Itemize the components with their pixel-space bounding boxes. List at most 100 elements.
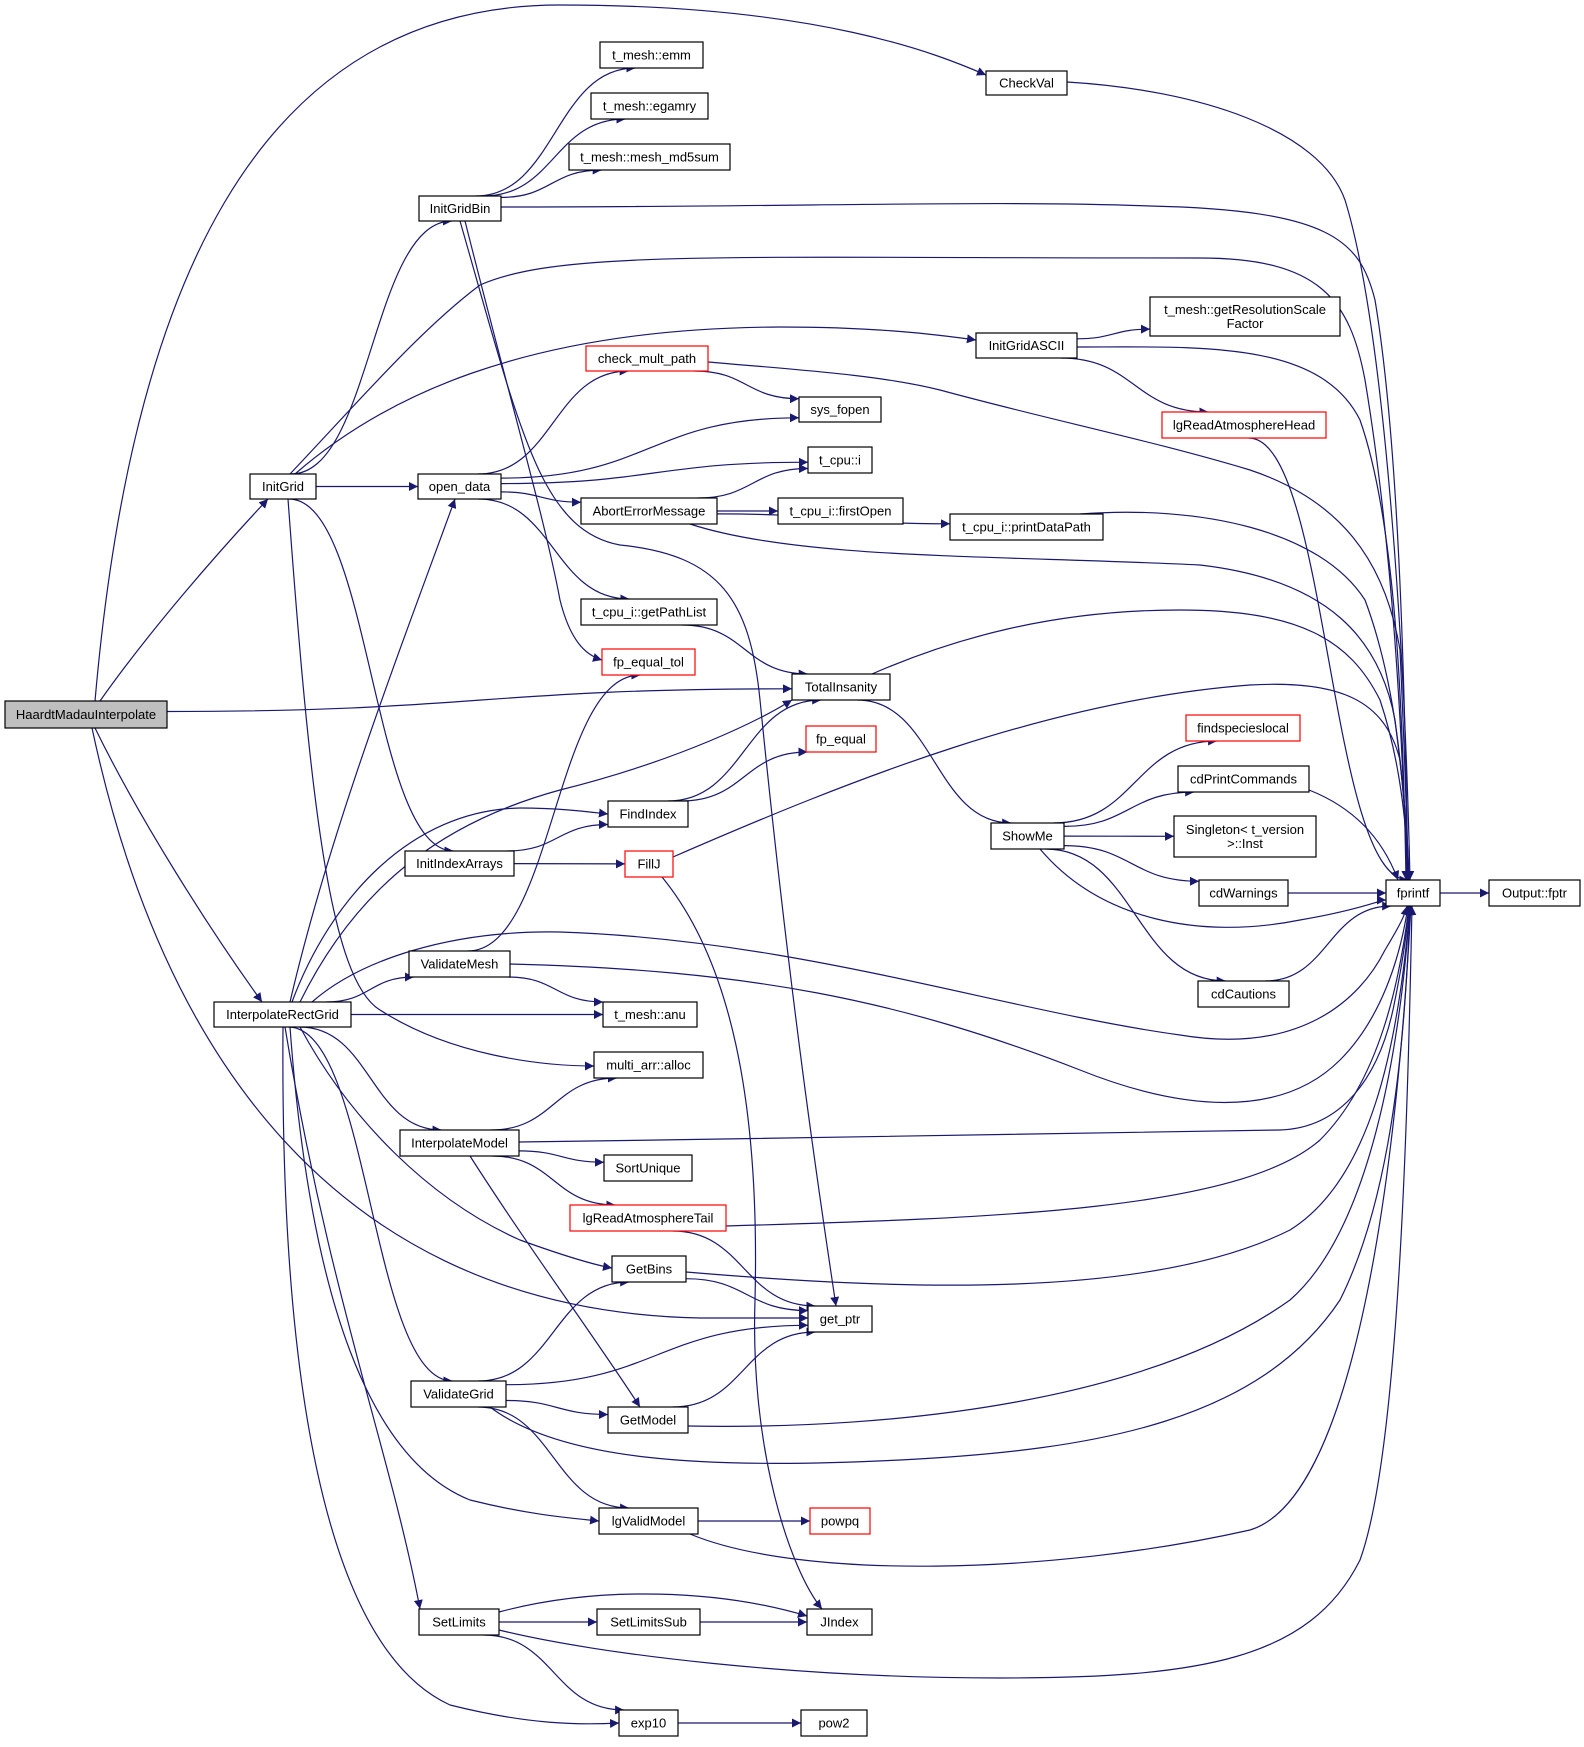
node-lgreadhead[interactable]: lgReadAtmosphereHead	[1161, 411, 1327, 439]
edge-initgrid-to-fprintf	[289, 256, 1412, 881]
edge-initgridbin-to-egamry	[483, 114, 626, 197]
node-checkmult[interactable]: check_mult_path	[585, 345, 709, 372]
edge-fillj-to-fprintf	[672, 683, 1414, 881]
node-fprintf[interactable]: fprintf	[1385, 879, 1441, 907]
node-cdwarnings[interactable]: cdWarnings	[1198, 879, 1289, 907]
node-setlimitssub[interactable]: SetLimitsSub	[596, 1608, 701, 1636]
edge-interprect-to-setlimits	[284, 1026, 423, 1610]
edge-interprect-to-opendata	[289, 498, 457, 1003]
edge-totalins-to-showme	[857, 699, 1012, 828]
node-initindex[interactable]: InitIndexArrays	[404, 850, 515, 877]
node-sysfopen[interactable]: sys_fopen	[798, 396, 882, 423]
edge-interprect-to-findindex	[291, 807, 609, 1003]
node-fillj[interactable]: FillJ	[624, 850, 674, 878]
node-box-setlimitssub	[596, 1608, 701, 1636]
node-md5[interactable]: t_mesh::mesh_md5sum	[568, 143, 731, 171]
node-printdp[interactable]: t_cpu_i::printDataPath	[949, 513, 1104, 541]
node-box-initgridbin	[418, 195, 502, 222]
node-lgvalid[interactable]: lgValidModel	[598, 1507, 699, 1535]
node-cdcautions[interactable]: cdCautions	[1197, 980, 1290, 1008]
node-interprect[interactable]: InterpolateRectGrid	[213, 1001, 352, 1028]
node-box-emm	[599, 41, 704, 69]
node-label-getres-0: t_mesh::getResolutionScale	[1164, 302, 1326, 317]
edge-interpmodel-to-sortunique	[518, 1150, 605, 1167]
node-box-initgridascii	[975, 332, 1078, 359]
node-findspecies[interactable]: findspecieslocal	[1185, 714, 1301, 742]
edge-getmodel-to-fprintf	[687, 905, 1414, 1427]
node-totalins[interactable]: TotalInsanity	[791, 673, 891, 701]
edge-checkmult-to-sysfopen	[694, 370, 800, 404]
edge-checkval-to-fprintf	[1066, 81, 1415, 881]
node-label-md5: t_mesh::mesh_md5sum	[580, 150, 719, 165]
node-anu[interactable]: t_mesh::anu	[602, 1001, 698, 1028]
node-lgreadtail[interactable]: lgReadAtmosphereTail	[569, 1204, 727, 1232]
node-setlimits[interactable]: SetLimits	[418, 1608, 500, 1636]
edge-validatemesh-to-anu	[508, 976, 604, 1007]
node-root[interactable]: HaardtMadauInterpolate	[4, 700, 168, 729]
node-findindex[interactable]: FindIndex	[607, 800, 689, 828]
node-exp10[interactable]: exp10	[618, 1709, 679, 1737]
node-label-validatemesh: ValidateMesh	[421, 957, 499, 972]
edge-initgridbin-to-getptr	[459, 220, 840, 1307]
node-getmodel[interactable]: GetModel	[607, 1406, 689, 1434]
edge-interpmodel-to-getmodel	[469, 1155, 641, 1408]
node-sortunique[interactable]: SortUnique	[603, 1154, 693, 1182]
node-getbins[interactable]: GetBins	[611, 1255, 687, 1283]
edge-getbins-to-fprintf	[685, 905, 1414, 1286]
node-cdprintcmd[interactable]: cdPrintCommands	[1177, 765, 1310, 793]
edge-totalins-to-fprintf	[871, 609, 1414, 881]
node-getpathlist[interactable]: t_cpu_i::getPathList	[580, 598, 718, 626]
node-opendata[interactable]: open_data	[417, 473, 502, 500]
edge-interpmodel-to-lgreadtail	[492, 1155, 616, 1210]
node-box-validategrid	[410, 1380, 507, 1408]
node-fpequaltol[interactable]: fp_equal_tol	[601, 648, 696, 676]
node-validatemesh[interactable]: ValidateMesh	[408, 950, 511, 978]
node-label-printdp: t_cpu_i::printDataPath	[962, 520, 1091, 535]
node-label-checkmult: check_mult_path	[598, 351, 696, 366]
edge-opendata-to-checkmult	[477, 366, 629, 475]
node-emm[interactable]: t_mesh::emm	[599, 41, 704, 69]
edge-showme-to-cdprintcmd	[1063, 787, 1195, 827]
node-box-getbins	[611, 1255, 687, 1283]
node-getptr[interactable]: get_ptr	[807, 1305, 873, 1333]
node-alloc[interactable]: multi_arr::alloc	[593, 1051, 704, 1079]
node-label-initindex: InitIndexArrays	[416, 856, 503, 871]
node-interpmodel[interactable]: InterpolateModel	[399, 1129, 520, 1157]
node-initgridascii[interactable]: InitGridASCII	[975, 332, 1078, 359]
node-fpequal[interactable]: fp_equal	[805, 725, 877, 753]
edge-setlimits-to-fprintf	[498, 905, 1417, 1679]
node-box-lgreadhead	[1161, 411, 1327, 439]
edge-setlimits-to-exp10	[483, 1634, 625, 1715]
node-label-checkval: CheckVal	[999, 76, 1054, 91]
node-box-abort	[580, 497, 718, 525]
node-powpq[interactable]: powpq	[809, 1507, 871, 1535]
node-singleton[interactable]: Singleton< t_version>::Inst	[1173, 815, 1317, 858]
edge-interprect-to-validatemesh	[326, 972, 414, 1003]
node-box-fpequal	[805, 725, 877, 753]
node-box-jindex	[806, 1608, 873, 1636]
node-checkval[interactable]: CheckVal	[985, 70, 1068, 96]
node-label-singleton-0: Singleton< t_version	[1186, 822, 1304, 837]
node-abort[interactable]: AbortErrorMessage	[580, 497, 718, 525]
node-showme[interactable]: ShowMe	[990, 822, 1065, 850]
node-label-initgridbin: InitGridBin	[430, 201, 491, 216]
node-box-powpq	[809, 1507, 871, 1535]
node-cpui[interactable]: t_cpu::i	[807, 446, 873, 474]
node-pow2[interactable]: pow2	[800, 1709, 868, 1737]
edge-interprect-to-getbins	[299, 1026, 613, 1271]
node-jindex[interactable]: JIndex	[806, 1608, 873, 1636]
node-box-lgreadtail	[569, 1204, 727, 1232]
node-validategrid[interactable]: ValidateGrid	[410, 1380, 507, 1408]
edge-opendata-to-sysfopen	[500, 413, 800, 479]
node-label-fillj: FillJ	[637, 857, 660, 872]
node-fptr[interactable]: Output::fptr	[1488, 879, 1581, 907]
node-label-setlimits: SetLimits	[432, 1615, 486, 1630]
node-box-initgrid	[249, 473, 317, 500]
node-initgrid[interactable]: InitGrid	[249, 473, 317, 500]
node-firstopen[interactable]: t_cpu_i::firstOpen	[777, 497, 904, 525]
edge-findindex-to-fpequal	[681, 747, 808, 802]
node-egamry[interactable]: t_mesh::egamry	[590, 92, 709, 120]
node-initgridbin[interactable]: InitGridBin	[418, 195, 502, 222]
